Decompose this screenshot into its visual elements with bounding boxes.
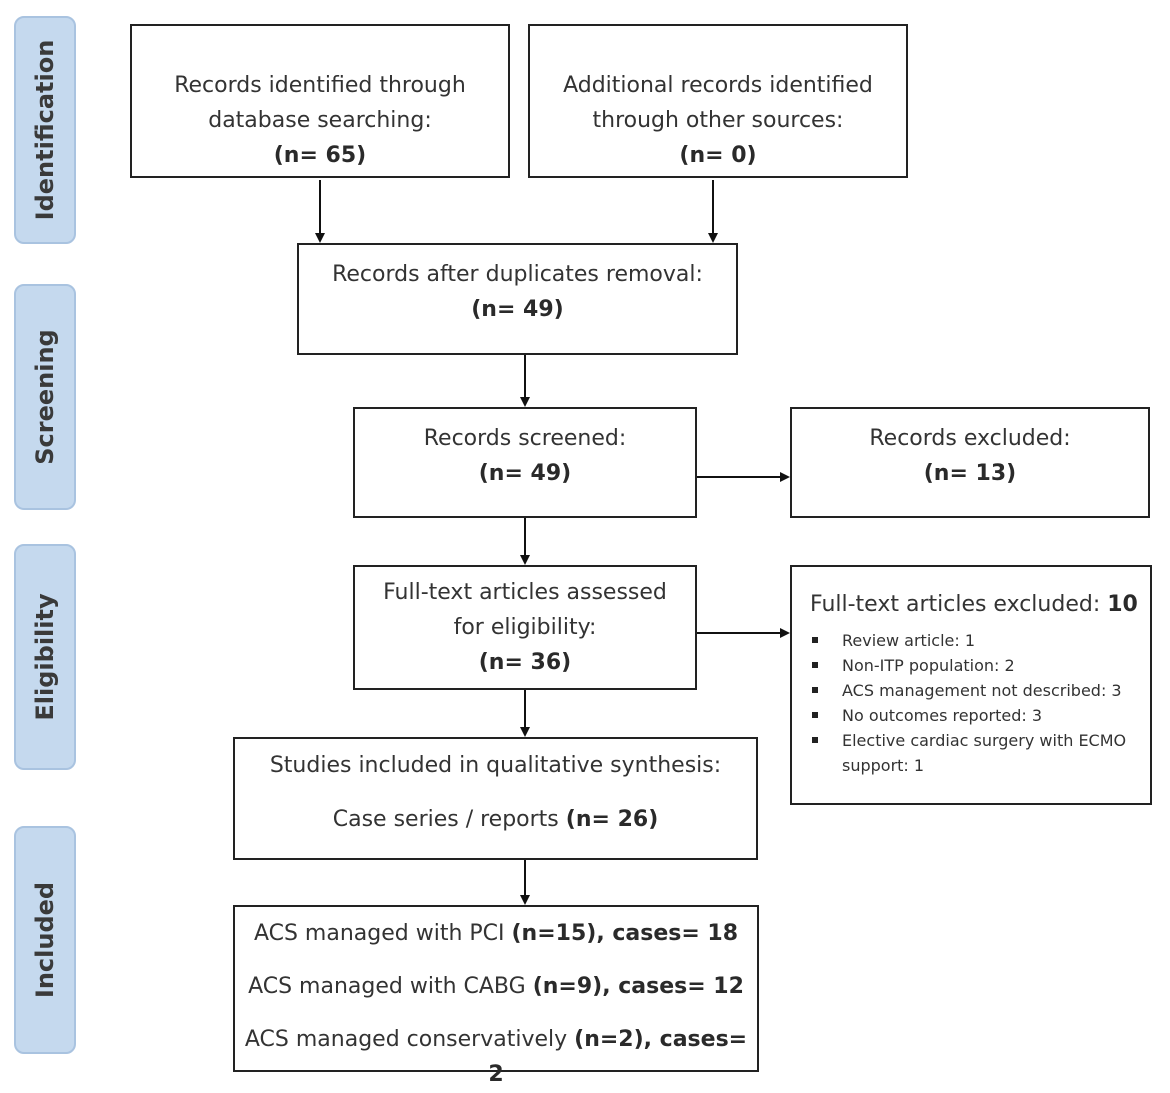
box-records-screened-line1: Records screened: bbox=[423, 426, 627, 451]
qualitative-line2: Case series / reports bbox=[332, 807, 559, 832]
box-fulltext-assessed-line1: Full-text articles assessed bbox=[383, 580, 667, 605]
included-row-conservative: ACS managed conservatively (n=2), cases=… bbox=[235, 1022, 757, 1092]
box-additional-records: Additional records identified through ot… bbox=[528, 24, 908, 178]
box-fulltext-assessed-count: (n= 36) bbox=[478, 650, 572, 675]
box-records-identified-database-count: (n= 65) bbox=[273, 143, 367, 168]
box-records-excluded: Records excluded: (n= 13) bbox=[790, 407, 1150, 518]
box-after-duplicates: Records after duplicates removal: (n= 49… bbox=[297, 243, 738, 355]
phase-screening: Screening bbox=[14, 284, 76, 510]
box-fulltext-assessed: Full-text articles assessed for eligibil… bbox=[353, 565, 697, 690]
qualitative-line1: Studies included in qualitative synthesi… bbox=[269, 753, 722, 778]
exclusion-reason: Review article: 1 bbox=[812, 628, 1150, 653]
included-label: ACS managed conservatively bbox=[244, 1027, 568, 1052]
fulltext-excluded-title: Full-text articles excluded: bbox=[810, 592, 1101, 617]
box-fulltext-excluded: Full-text articles excluded: 10 Review a… bbox=[790, 565, 1152, 805]
exclusion-reason: Non-ITP population: 2 bbox=[812, 653, 1150, 678]
included-detail: (n=9), cases= 12 bbox=[532, 974, 744, 999]
included-detail: (n=2), cases= 2 bbox=[488, 1027, 748, 1087]
exclusion-reason: Elective cardiac surgery with ECMO suppo… bbox=[812, 728, 1150, 778]
box-after-duplicates-count: (n= 49) bbox=[471, 297, 564, 322]
qualitative-count: (n= 26) bbox=[565, 807, 659, 832]
exclusion-reason: No outcomes reported: 3 bbox=[812, 703, 1150, 728]
phase-eligibility: Eligibility bbox=[14, 544, 76, 770]
box-records-identified-database-line2: database searching: bbox=[208, 108, 432, 133]
box-records-excluded-line1: Records excluded: bbox=[869, 426, 1071, 451]
box-additional-records-line2: through other sources: bbox=[592, 108, 844, 133]
included-row-cabg: ACS managed with CABG (n=9), cases= 12 bbox=[235, 969, 757, 1004]
exclusion-reason: ACS management not described: 3 bbox=[812, 678, 1150, 703]
box-records-identified-database-line1: Records identified through bbox=[174, 73, 466, 98]
fulltext-excluded-title-row: Full-text articles excluded: 10 bbox=[792, 587, 1150, 622]
box-records-identified-database: Records identified through database sear… bbox=[130, 24, 510, 178]
box-included: ACS managed with PCI (n=15), cases= 18 A… bbox=[233, 905, 759, 1087]
box-records-excluded-count: (n= 13) bbox=[923, 461, 1017, 486]
box-fulltext-assessed-line2: for eligibility: bbox=[453, 615, 597, 640]
box-additional-records-line1: Additional records identified bbox=[563, 73, 873, 98]
included-row-pci: ACS managed with PCI (n=15), cases= 18 bbox=[235, 916, 757, 951]
box-records-screened-count: (n= 49) bbox=[478, 461, 572, 486]
fulltext-excluded-count: 10 bbox=[1107, 592, 1138, 617]
box-qualitative-synthesis: Studies included in qualitative synthesi… bbox=[233, 737, 758, 860]
qualitative-line2-row: Case series / reports (n= 26) bbox=[235, 802, 756, 837]
box-additional-records-count: (n= 0) bbox=[679, 143, 757, 168]
phase-identification: Identification bbox=[14, 16, 76, 244]
phase-included: Included bbox=[14, 826, 76, 1054]
included-label: ACS managed with CABG bbox=[248, 974, 526, 999]
included-detail: (n=15), cases= 18 bbox=[511, 921, 739, 946]
box-after-duplicates-line1: Records after duplicates removal: bbox=[332, 262, 703, 287]
included-label: ACS managed with PCI bbox=[253, 921, 505, 946]
box-records-screened: Records screened: (n= 49) bbox=[353, 407, 697, 518]
exclusion-reasons-list: Review article: 1 Non-ITP population: 2 … bbox=[792, 628, 1150, 778]
